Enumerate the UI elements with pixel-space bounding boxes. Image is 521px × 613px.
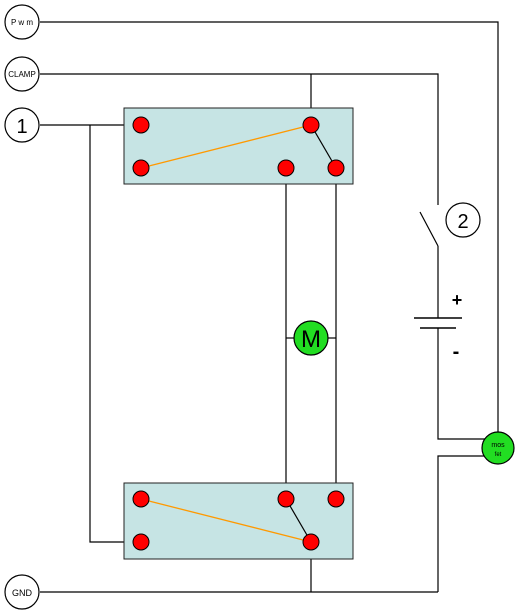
battery-minus-label: - xyxy=(453,341,460,363)
motor-label: M xyxy=(301,326,321,353)
switch-two-label: 2 xyxy=(457,211,468,233)
mosfet-label-line2: fet xyxy=(495,452,502,458)
bottom-relay-contact-coil-in xyxy=(132,490,150,508)
top-relay-contact-no xyxy=(327,159,345,177)
switch-two-lever xyxy=(419,211,439,247)
pwm-wire xyxy=(40,21,499,432)
mosfet: mos fet xyxy=(481,431,515,465)
terminal-pwm-circle xyxy=(4,4,40,40)
top-relay-contact-coil-in xyxy=(132,116,150,134)
terminal-clamp-label: CLAMP xyxy=(8,70,36,79)
top-relay-contact-nc xyxy=(277,159,295,177)
terminal-pwm-label: P w m xyxy=(11,18,33,27)
terminal-input-one: 1 xyxy=(4,107,40,143)
top-relay-contact-coil-out xyxy=(132,159,150,177)
terminal-gnd: GND xyxy=(4,574,40,610)
bottom-relay-contact-nc xyxy=(277,490,295,508)
bottom-relay-contact-common xyxy=(302,533,320,551)
mosfet-to-gnd-wire xyxy=(437,455,486,592)
switch-two-circle xyxy=(445,202,481,238)
terminal-clamp: CLAMP xyxy=(4,56,40,92)
terminal-input-one-label: 1 xyxy=(16,116,27,138)
battery-plus-label: + xyxy=(452,290,463,310)
input-one-loop-wire xyxy=(89,125,141,543)
mosfet-label-line1: mos xyxy=(491,442,505,449)
bottom-relay-armature xyxy=(140,498,312,543)
clamp-wire xyxy=(40,73,439,205)
terminal-pwm: P w m xyxy=(4,4,40,40)
bottom-relay-contact-coil-out xyxy=(132,533,150,551)
terminal-input-one-circle xyxy=(4,107,40,143)
mosfet-body xyxy=(481,431,515,465)
bottom-relay-body xyxy=(123,482,354,560)
top-relay-contact-common xyxy=(302,116,320,134)
bottom-relay xyxy=(123,482,354,560)
battery-to-mosfet-wire xyxy=(437,328,486,440)
bottom-relay-contact-no xyxy=(327,490,345,508)
top-relay xyxy=(123,107,354,185)
motor-body xyxy=(293,320,329,356)
terminal-gnd-circle xyxy=(4,574,40,610)
terminal-gnd-label: GND xyxy=(12,588,33,598)
top-relay-body xyxy=(123,107,354,185)
motor: M xyxy=(293,320,329,356)
terminal-clamp-circle xyxy=(4,56,40,92)
top-relay-armature xyxy=(140,124,312,169)
switch-two: 2 xyxy=(445,202,481,238)
